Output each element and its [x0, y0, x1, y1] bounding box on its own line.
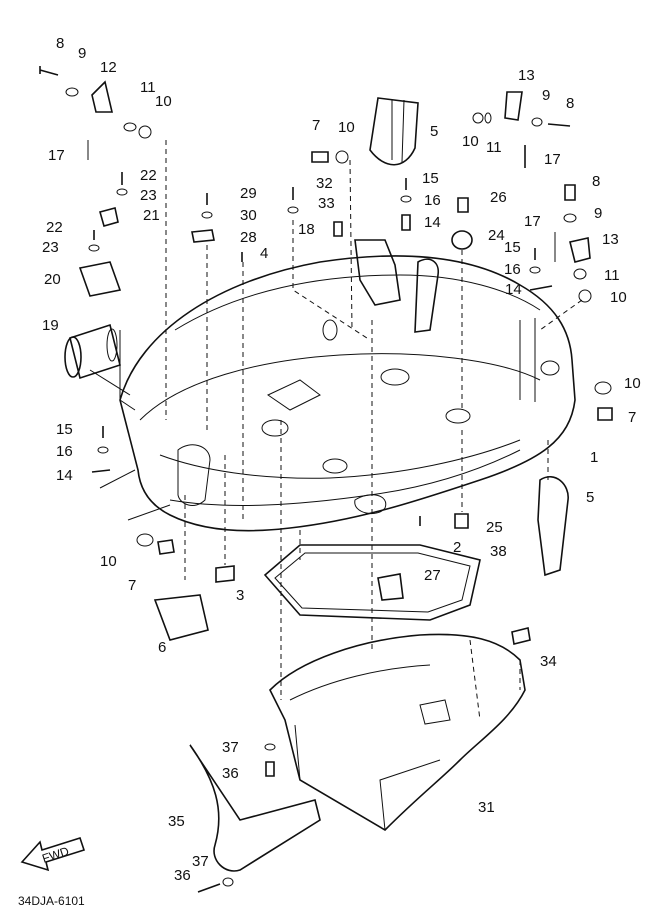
bracket-5-lower-right: [537, 476, 569, 577]
callout-21: 21: [143, 207, 160, 224]
callout-14-c: 14: [56, 467, 73, 484]
callout-25: 25: [486, 519, 503, 536]
fwd-label: FWD: [40, 844, 71, 866]
callout-37-b: 37: [192, 853, 209, 870]
callout-17-c: 17: [524, 213, 541, 230]
lower-cowling-31: [269, 633, 526, 832]
bracket-20: [78, 261, 122, 297]
drawing-code: 34DJA-6101: [18, 894, 85, 908]
callout-3: 3: [236, 587, 244, 604]
callout-5: 5: [430, 123, 438, 140]
callout-8-b: 8: [566, 95, 574, 112]
callout-10-d: 10: [610, 289, 627, 306]
callout-26: 26: [490, 189, 507, 206]
callout-11-b: 11: [486, 139, 502, 156]
callout-15-c: 15: [56, 421, 73, 438]
callout-23: 23: [140, 187, 157, 204]
callout-27: 27: [424, 567, 441, 584]
callout-5-b: 5: [586, 489, 594, 506]
callout-9: 9: [78, 45, 86, 62]
callout-17-b: 17: [544, 151, 561, 168]
frame-38: [263, 544, 481, 621]
callout-24: 24: [488, 227, 505, 244]
callout-10: 10: [155, 93, 172, 110]
fasteners: [39, 66, 613, 893]
callout-6: 6: [158, 639, 166, 656]
callout-14-b: 14: [505, 281, 522, 298]
callout-10-c: 10: [462, 133, 479, 150]
callout-34: 34: [540, 653, 557, 670]
callout-17: 17: [48, 147, 65, 164]
callout-20: 20: [44, 271, 61, 288]
callout-32: 32: [316, 175, 333, 192]
callout-11-c: 11: [604, 267, 620, 284]
bracket-5-top: [354, 97, 440, 333]
callout-35: 35: [168, 813, 185, 830]
leader-lines: [89, 140, 583, 721]
callout-15-b: 15: [504, 239, 521, 256]
callout-15: 15: [422, 170, 439, 187]
callout-37: 37: [222, 739, 239, 756]
motor-19: [64, 323, 121, 380]
side-panel-35: [189, 744, 321, 872]
callout-30: 30: [240, 207, 257, 224]
callout-29: 29: [240, 185, 257, 202]
callout-33: 33: [318, 195, 335, 212]
callout-8: 8: [56, 35, 64, 52]
callout-38: 38: [490, 543, 507, 560]
callout-18: 18: [298, 221, 315, 238]
callout-12: 12: [100, 59, 117, 76]
callout-13: 13: [518, 67, 535, 84]
bracket-6: [153, 594, 209, 641]
callout-31: 31: [478, 799, 495, 816]
callout-labels: 8 9 12 11 10 17 22 23 21 22 23 20 19 7 1…: [42, 35, 641, 884]
callout-4: 4: [260, 245, 268, 262]
callout-10-e: 10: [624, 375, 641, 392]
callout-22-b: 22: [46, 219, 63, 236]
callout-11: 11: [140, 79, 156, 96]
callout-9-b: 9: [542, 87, 550, 104]
callout-22: 22: [140, 167, 157, 184]
callout-16: 16: [424, 192, 441, 209]
callout-9-c: 9: [594, 205, 602, 222]
callout-16-b: 16: [504, 261, 521, 278]
callout-36-b: 36: [174, 867, 191, 884]
callout-14: 14: [424, 214, 441, 231]
callout-36: 36: [222, 765, 239, 782]
callout-10-f: 10: [100, 553, 117, 570]
fwd-arrow-icon: FWD: [20, 837, 86, 872]
callout-1: 1: [590, 449, 598, 466]
callout-2: 2: [453, 539, 461, 556]
callout-7: 7: [312, 117, 320, 134]
callout-13-b: 13: [602, 231, 619, 248]
callout-19: 19: [42, 317, 59, 334]
callout-16-c: 16: [56, 443, 73, 460]
callout-28: 28: [240, 229, 257, 246]
callout-23-b: 23: [42, 239, 59, 256]
callout-7-b: 7: [628, 409, 636, 426]
callout-10-b: 10: [338, 119, 355, 136]
callout-8-c: 8: [592, 173, 600, 190]
bottom-cowling-body: [119, 255, 576, 532]
callout-7-c: 7: [128, 577, 136, 594]
